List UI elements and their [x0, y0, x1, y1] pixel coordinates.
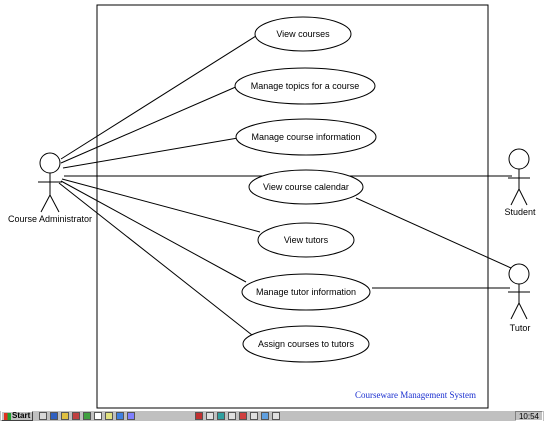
quick-launch-bar: [39, 412, 136, 420]
use-case-label: Manage tutor information: [256, 287, 356, 297]
app-icon[interactable]: [72, 412, 81, 420]
app-icon[interactable]: [116, 412, 125, 420]
app-icon[interactable]: [217, 412, 226, 420]
actor-tutor[interactable]: [508, 263, 530, 320]
document-icon[interactable]: [94, 412, 103, 420]
associations: [58, 35, 512, 336]
app-icon[interactable]: [261, 412, 270, 420]
diagram-canvas: View courses Manage topics for a course …: [7, 4, 537, 409]
actor-label-course-administrator: Course Administrator: [8, 214, 92, 224]
assoc-admin-assign-courses: [58, 182, 253, 336]
use-case-view-courses[interactable]: View courses: [254, 16, 352, 52]
assoc-admin-view-tutors: [61, 178, 261, 233]
use-case-label: View courses: [276, 29, 330, 39]
system-boundary-label: Courseware Management System: [355, 390, 476, 400]
use-case-label: View course calendar: [263, 182, 349, 192]
use-case-label: View tutors: [284, 235, 329, 245]
assoc-calendar-tutor: [355, 197, 512, 269]
stick-figure-head-icon: [508, 263, 530, 285]
app-icon[interactable]: [206, 412, 215, 420]
use-case-label: Manage course information: [251, 132, 360, 142]
start-button[interactable]: Start: [1, 411, 34, 421]
tray-app-icons: [195, 412, 281, 420]
use-case-label: Assign courses to tutors: [258, 339, 355, 349]
actor-course-administrator[interactable]: [38, 152, 62, 213]
windows-logo-icon: [4, 412, 11, 420]
use-case-assign-courses[interactable]: Assign courses to tutors: [242, 325, 370, 363]
actor-label-student: Student: [504, 207, 536, 217]
notes-icon[interactable]: [105, 412, 114, 420]
desktop-icon[interactable]: [39, 412, 48, 420]
use-case-manage-course-info[interactable]: Manage course information: [235, 118, 377, 156]
start-button-label: Start: [12, 411, 31, 420]
stick-figure-head-icon: [508, 148, 530, 170]
use-case-view-tutors[interactable]: View tutors: [257, 222, 355, 258]
use-case-manage-tutor-info[interactable]: Manage tutor information: [241, 273, 371, 311]
use-case-diagram: View courses Manage topics for a course …: [8, 4, 536, 409]
app-icon[interactable]: [228, 412, 237, 420]
app-icon[interactable]: [272, 412, 281, 420]
app-icon[interactable]: [195, 412, 204, 420]
assoc-admin-view-courses: [60, 35, 257, 160]
app-icon[interactable]: [239, 412, 248, 420]
app-icon[interactable]: [127, 412, 136, 420]
assoc-admin-manage-topics: [60, 85, 239, 164]
assoc-admin-manage-course-info: [62, 137, 239, 169]
browser-icon[interactable]: [50, 412, 59, 420]
app-icon[interactable]: [250, 412, 259, 420]
use-case-manage-topics[interactable]: Manage topics for a course: [234, 67, 376, 105]
assoc-admin-manage-tutor-info: [60, 180, 247, 283]
folder-icon[interactable]: [61, 412, 70, 420]
system-tray-clock[interactable]: 10:54: [514, 411, 543, 421]
app-icon[interactable]: [83, 412, 92, 420]
use-case-view-course-calendar[interactable]: View course calendar: [248, 169, 364, 205]
actor-student[interactable]: [508, 148, 530, 206]
taskbar: Start 10:54: [0, 410, 544, 421]
actor-label-tutor: Tutor: [510, 323, 531, 333]
stick-figure-head-icon: [39, 152, 61, 174]
use-case-label: Manage topics for a course: [251, 81, 360, 91]
